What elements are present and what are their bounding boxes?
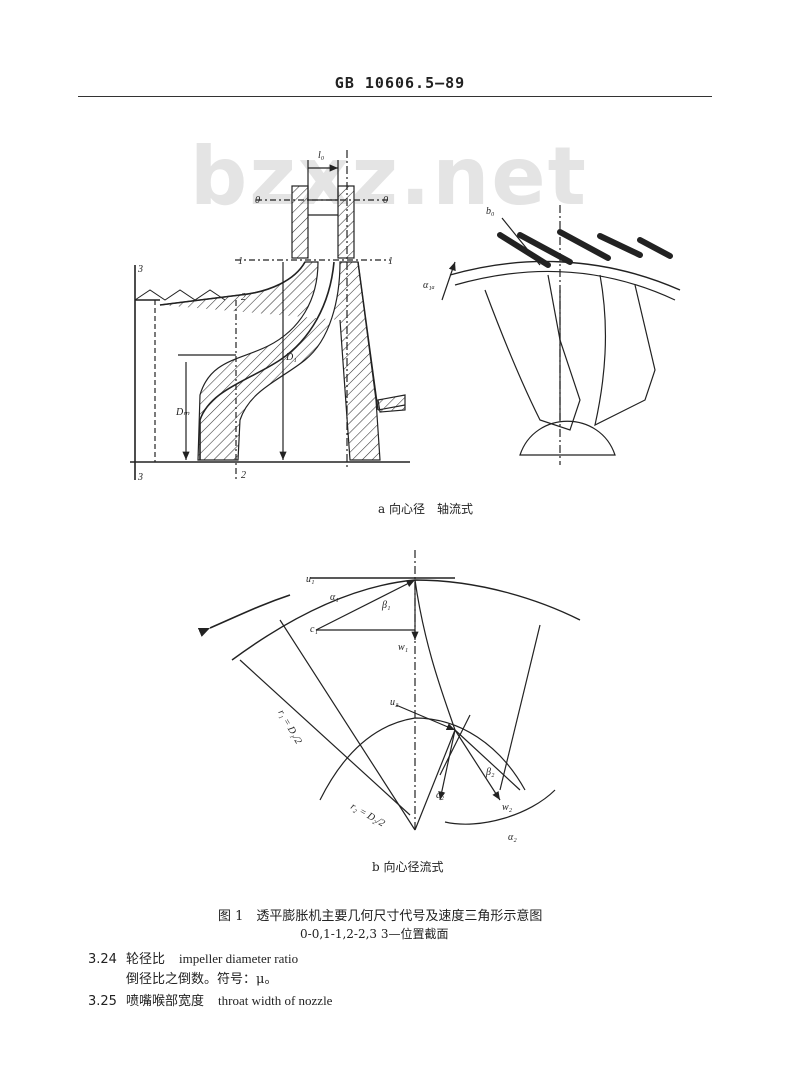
svg-text:D₁: D₁ bbox=[285, 352, 297, 363]
svg-text:α₁: α₁ bbox=[330, 592, 339, 603]
figure-a-caption: a 向心径 轴流式 bbox=[378, 502, 473, 516]
svg-text:Dₘ: Dₘ bbox=[175, 407, 190, 418]
figure-b-caption: b 向心径流式 bbox=[372, 860, 444, 874]
label-b0: b₀ bbox=[486, 206, 495, 217]
figure-a-meridional bbox=[130, 150, 410, 480]
svg-text:1: 1 bbox=[388, 256, 393, 267]
entry-number: 3.24 bbox=[88, 952, 117, 967]
svg-text:u₂: u₂ bbox=[390, 697, 399, 708]
svg-text:w₁: w₁ bbox=[398, 642, 408, 653]
entry-3-24-definition: 倒径比之倒数。符号：μ。 bbox=[126, 972, 278, 987]
svg-text:2: 2 bbox=[241, 292, 246, 303]
page-header: GB 10606.5—89 bbox=[334, 74, 466, 92]
figure-a-section-labels: 0 0 1 1 2 2 3 3 l₀ D₁ Dₘ bbox=[137, 150, 393, 483]
entry-3-24: 3.24 轮径比 impeller diameter ratio bbox=[88, 948, 298, 967]
svg-text:c₂: c₂ bbox=[436, 790, 444, 801]
figure-title: 图 1 透平膨胀机主要几何尺寸代号及速度三角形示意图 bbox=[218, 909, 543, 924]
svg-text:2: 2 bbox=[241, 470, 246, 481]
entry-term-en: impeller diameter ratio bbox=[179, 951, 299, 966]
svg-text:0: 0 bbox=[383, 195, 388, 206]
entry-3-25: 3.25 喷嘴喉部宽度 throat width of nozzle bbox=[88, 990, 332, 1009]
svg-text:c₁: c₁ bbox=[310, 624, 318, 635]
watermark: bzxz.net bbox=[190, 130, 588, 223]
header-rule bbox=[78, 96, 712, 97]
svg-text:α₂: α₂ bbox=[508, 832, 517, 843]
figure-note: 0-0,1-1,2-2,3 3—位置截面 bbox=[300, 927, 449, 941]
svg-text:u₁: u₁ bbox=[306, 574, 314, 585]
svg-text:β₁: β₁ bbox=[381, 600, 390, 611]
entry-term-zh: 喷嘴喉部宽度 bbox=[126, 994, 205, 1009]
svg-text:β₂: β₂ bbox=[485, 767, 495, 778]
figure-b-velocity-triangles bbox=[197, 550, 581, 831]
svg-text:3: 3 bbox=[137, 264, 143, 275]
entry-term-en: throat width of nozzle bbox=[218, 993, 333, 1008]
entry-number: 3.25 bbox=[88, 994, 117, 1009]
svg-text:w₂: w₂ bbox=[502, 802, 513, 813]
svg-text:l₀: l₀ bbox=[318, 150, 325, 161]
label-alpha1a: α₁ₐ bbox=[423, 280, 435, 291]
entry-term-zh: 轮径比 bbox=[126, 952, 166, 967]
svg-text:1: 1 bbox=[238, 256, 243, 267]
figure-a-nozzle-view bbox=[441, 205, 681, 465]
svg-text:3: 3 bbox=[137, 472, 143, 483]
svg-text:0: 0 bbox=[255, 195, 260, 206]
svg-text:r₂ = D₂/2: r₂ = D₂/2 bbox=[349, 801, 387, 829]
